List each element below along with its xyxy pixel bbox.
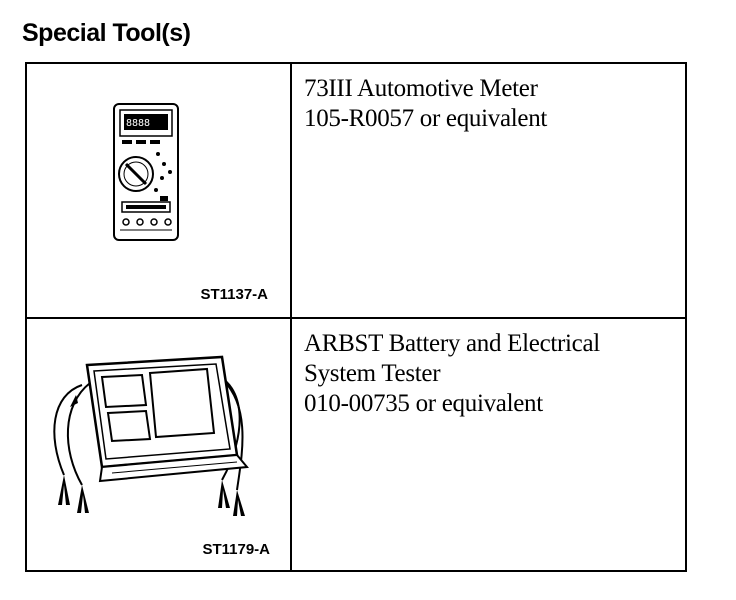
- tool-1-part-number: 105-R0057 or equivalent: [304, 105, 548, 132]
- multimeter-icon: 8888: [113, 103, 179, 241]
- figure-code-1: ST1137-A: [200, 286, 268, 303]
- tool-1-name: 73III Automotive Meter: [304, 75, 538, 102]
- tool-2-name-line-1: ARBST Battery and Electrical: [304, 330, 600, 357]
- tool-2-description-cell: ARBST Battery and Electrical System Test…: [292, 319, 685, 570]
- svg-text:8888: 8888: [126, 118, 150, 129]
- tool-2-part-number: 010-00735 or equivalent: [304, 390, 543, 417]
- tool-1-figure-cell: 8888 ST1137-A: [27, 64, 292, 319]
- tool-2-figure-cell: ST1179-A: [27, 319, 292, 570]
- special-tools-table: 8888 ST1137-A 73III Automotive Meter 105: [25, 62, 687, 572]
- tool-2-name-line-2: System Tester: [304, 360, 441, 387]
- figure-code-2: ST1179-A: [202, 541, 270, 558]
- page-heading: Special Tool(s): [22, 19, 191, 47]
- battery-tester-icon: [53, 355, 249, 516]
- tool-1-description-cell: 73III Automotive Meter 105-R0057 or equi…: [292, 64, 685, 319]
